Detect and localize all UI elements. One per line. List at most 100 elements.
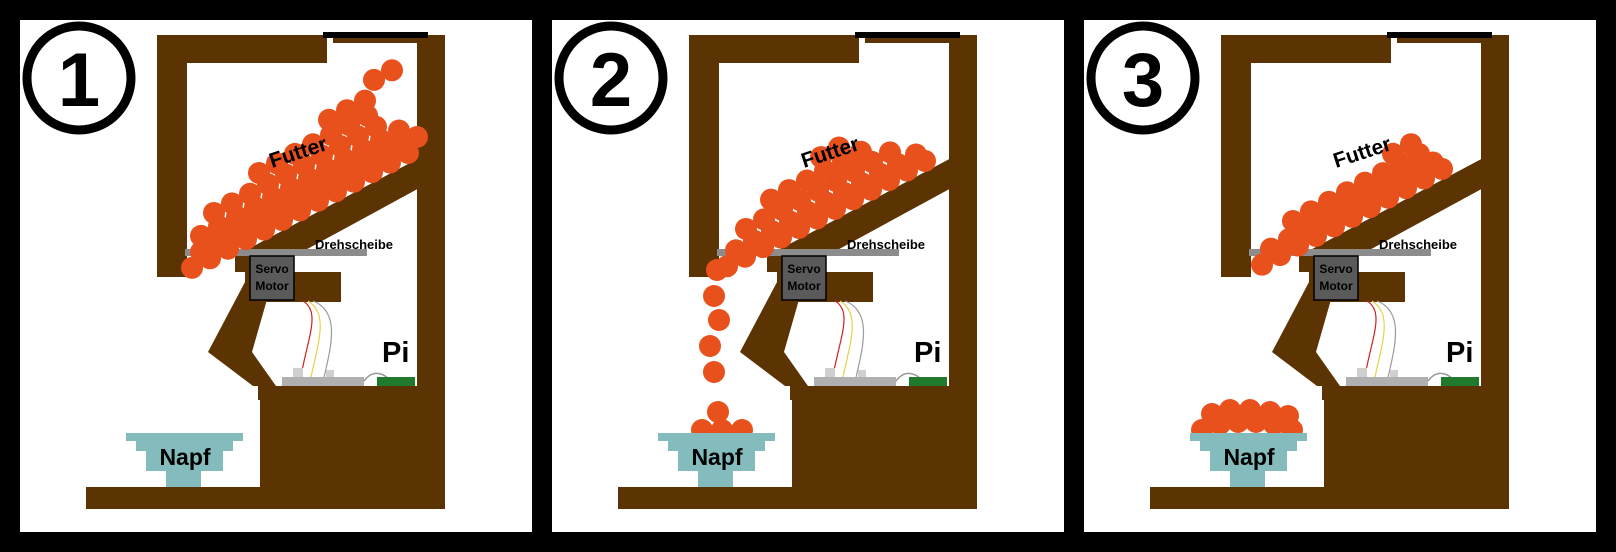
food-pellet [1282, 209, 1304, 232]
food-pellet [318, 108, 340, 131]
food-pellet [280, 193, 302, 215]
food-pellet [363, 68, 385, 91]
food-pellet [703, 361, 725, 383]
step-number: 2 [590, 38, 632, 123]
food-pellets [1191, 133, 1453, 441]
food-pellet [1372, 162, 1394, 185]
food-pellet [699, 335, 721, 357]
food-pellet [1259, 401, 1281, 423]
servo-wires [831, 300, 865, 383]
food-pellet [850, 140, 872, 163]
food-pellet [760, 188, 782, 211]
step-number-badge: 1 [22, 21, 136, 135]
food-pellet [1260, 237, 1282, 260]
food-pellet [334, 164, 356, 187]
food-pellet [248, 162, 270, 185]
food-bowl [658, 433, 775, 487]
step-panel-2: Servo Motor Futter Drehscheibe Pi Napf 2 [552, 20, 1064, 532]
raspberry-pi-board [814, 368, 947, 386]
motor-label-line1: Servo [255, 262, 288, 276]
food-pellet [388, 119, 410, 142]
servo-motor: Servo Motor [249, 255, 295, 301]
turntable-label: Drehscheibe [1379, 237, 1457, 252]
food-pellet [302, 133, 324, 156]
food-pellet [298, 183, 320, 206]
food-pellet [1219, 399, 1241, 421]
food-pellet [354, 89, 376, 112]
food-pellet [316, 173, 338, 196]
step-number: 3 [1122, 38, 1164, 123]
bowl-label: Napf [159, 444, 210, 470]
raspberry-pi-board [282, 368, 415, 386]
servo-motor: Servo Motor [781, 255, 827, 301]
food-pellet [221, 192, 243, 215]
step-panel-1: Servo Motor Futter Drehscheibe Pi Napf 1 [20, 20, 532, 532]
servo-wires [299, 300, 333, 383]
food-pellet [796, 169, 818, 192]
food-pellet [905, 143, 927, 166]
food-pellet [284, 142, 306, 165]
food-pellet [370, 145, 392, 168]
motor-label-line1: Servo [1319, 262, 1352, 276]
pi-label: Pi [382, 337, 409, 369]
food-pellet [1300, 200, 1322, 223]
food-pellet [706, 259, 728, 281]
bowl-label: Napf [1223, 444, 1274, 470]
step-number-badge: 2 [554, 21, 668, 135]
pi-label: Pi [1446, 337, 1473, 369]
food-pellet [181, 256, 203, 279]
food-pellet [352, 154, 374, 177]
food-pellet [239, 182, 261, 205]
food-pellet [190, 240, 212, 263]
food-pellet [1278, 228, 1300, 251]
food-pellet [828, 136, 850, 159]
food-pellet [707, 401, 729, 423]
food-pellet [1251, 253, 1273, 276]
feeder-diagram-1: Servo Motor Futter Drehscheibe Pi Napf 1 [22, 21, 445, 509]
food-pellet [753, 208, 775, 231]
food-pellet [1382, 142, 1404, 165]
food-pellet [381, 59, 403, 82]
food-pellet [336, 99, 358, 122]
feeder-diagram-3: Servo Motor Futter Drehscheibe Pi Napf 3 [1086, 21, 1509, 509]
turntable-disc [1249, 249, 1431, 256]
raspberry-pi-board [1346, 368, 1479, 386]
feeder-diagram-2: Servo Motor Futter Drehscheibe Pi Napf 2 [554, 21, 977, 509]
food-pellet [725, 239, 747, 262]
food-pellet [879, 141, 901, 164]
food-pellet [208, 231, 230, 254]
food-pellet [778, 179, 800, 202]
food-pellet [262, 202, 284, 225]
food-pellet [1400, 133, 1422, 156]
food-pellet [1239, 399, 1261, 421]
food-pellets [181, 59, 428, 279]
food-pellet [1336, 181, 1358, 204]
food-pellet [703, 285, 725, 307]
food-pellet [1318, 190, 1340, 213]
food-pellet [388, 135, 410, 158]
food-bowl [126, 433, 243, 487]
motor-label-line2: Motor [1319, 279, 1353, 293]
food-pellet [406, 125, 428, 148]
motor-label-line2: Motor [255, 279, 289, 293]
motor-label-line2: Motor [787, 279, 821, 293]
food-pellet [203, 201, 225, 224]
food-pellet [735, 217, 757, 240]
turntable-disc [185, 249, 367, 256]
servo-motor: Servo Motor [1313, 255, 1359, 301]
food-pellet [1277, 405, 1299, 427]
step-number: 1 [58, 38, 100, 123]
food-pellet [190, 224, 212, 247]
step-number-badge: 3 [1086, 21, 1200, 135]
step-panel-3: Servo Motor Futter Drehscheibe Pi Napf 3 [1084, 20, 1596, 532]
food-pellet [708, 309, 730, 331]
motor-label-line1: Servo [787, 262, 820, 276]
pi-label: Pi [914, 337, 941, 369]
food-pellet [1201, 403, 1223, 425]
food-pellet [244, 212, 266, 235]
turntable-label: Drehscheibe [847, 237, 925, 252]
turntable-disc [717, 249, 899, 256]
food-pellet [226, 221, 248, 244]
food-bowl [1190, 433, 1307, 487]
food-pellet [266, 152, 288, 175]
